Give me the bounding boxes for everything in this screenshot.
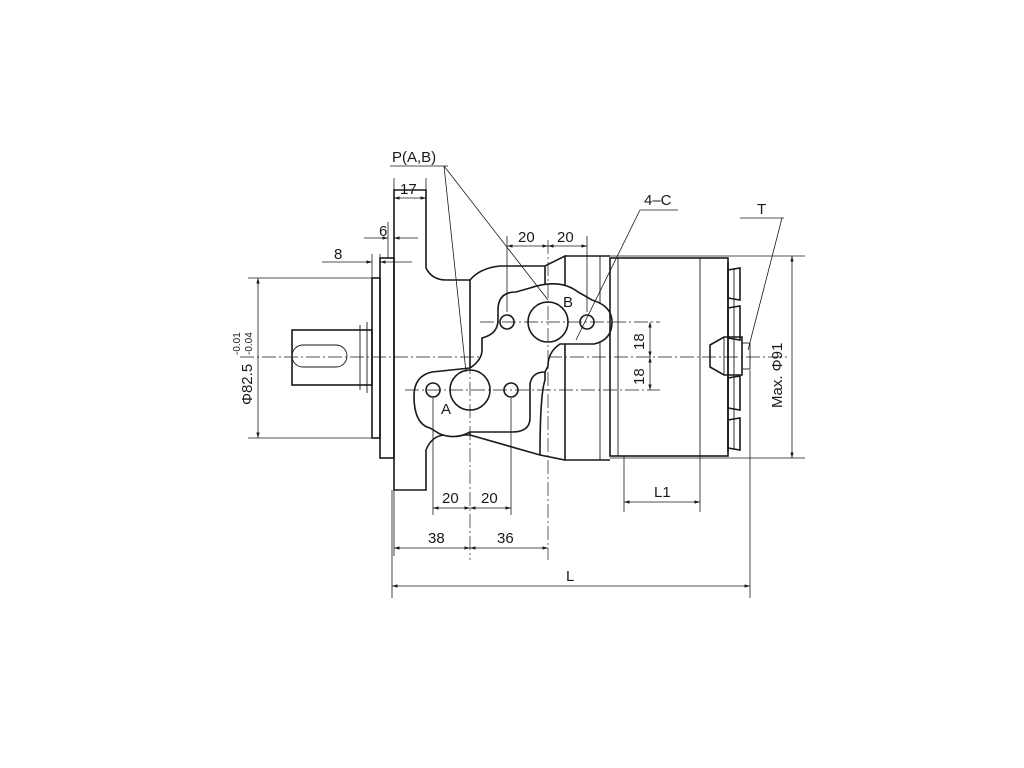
- dimension-L: L: [391, 370, 751, 598]
- leader-drain: T: [740, 201, 784, 351]
- svg-text:T: T: [757, 201, 766, 218]
- svg-text:38: 38: [428, 530, 445, 547]
- leader-bolts: 4–C: [575, 192, 678, 341]
- svg-text:20: 20: [442, 490, 459, 507]
- svg-text:6: 6: [379, 223, 387, 240]
- dimension-max-diameter: Max. Φ91: [610, 255, 805, 459]
- drain-plug: [709, 336, 751, 376]
- motor-body: [469, 254, 610, 461]
- svg-text:L1: L1: [654, 484, 671, 501]
- port-a-label: A: [441, 401, 451, 418]
- svg-text:P(A,B): P(A,B): [392, 149, 436, 166]
- dimension-L1: L1: [623, 456, 701, 512]
- svg-text:Φ82.5: Φ82.5: [239, 364, 256, 405]
- dimension-17: 17: [393, 178, 427, 200]
- svg-text:-0.04: -0.04: [244, 332, 255, 355]
- svg-text:Max. Φ91: Max. Φ91: [769, 343, 786, 408]
- svg-text:17: 17: [400, 181, 417, 198]
- svg-text:18: 18: [631, 333, 648, 350]
- dimension-8: 8: [322, 246, 412, 278]
- svg-text:8: 8: [334, 246, 342, 263]
- svg-text:4–C: 4–C: [644, 192, 672, 209]
- svg-text:18: 18: [631, 368, 648, 385]
- svg-text:-0.01: -0.01: [232, 332, 243, 355]
- svg-text:20: 20: [518, 229, 535, 246]
- dimension-top-20: 20 20: [506, 229, 588, 312]
- svg-text:20: 20: [481, 490, 498, 507]
- dimension-38-36: 38 36: [393, 490, 548, 556]
- svg-text:36: 36: [497, 530, 514, 547]
- dimension-6: 6: [364, 222, 418, 258]
- output-shaft: [291, 322, 373, 393]
- dimension-pilot-diameter: Φ82.5 -0.01 -0.04: [232, 277, 372, 439]
- dimension-18: 18 18: [631, 322, 652, 390]
- leader-ports: P(A,B): [390, 149, 549, 373]
- svg-text:L: L: [566, 568, 574, 585]
- port-b-label: B: [563, 294, 573, 311]
- end-bolts: [727, 267, 741, 451]
- dimension-bottom-20: 20 20: [432, 398, 512, 515]
- port-block: B A: [413, 283, 613, 438]
- svg-text:20: 20: [557, 229, 574, 246]
